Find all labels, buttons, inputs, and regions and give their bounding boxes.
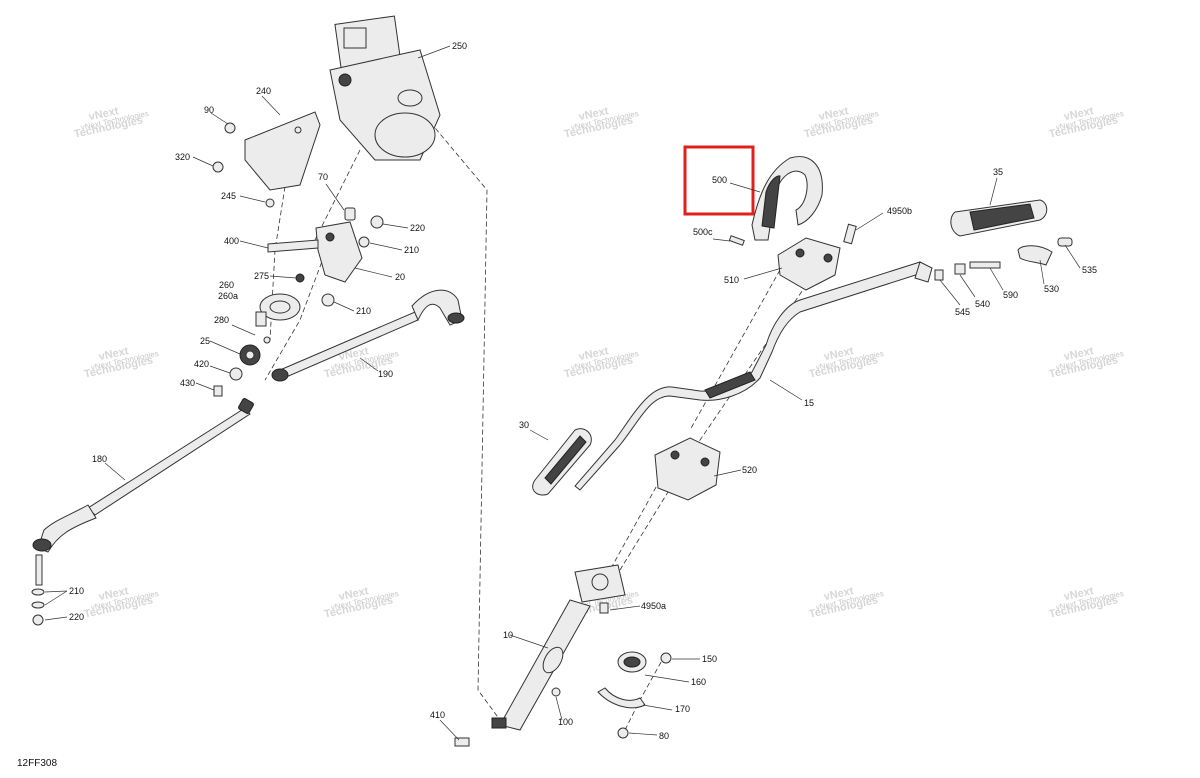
label-245: 245 xyxy=(221,191,236,201)
label-15: 15 xyxy=(804,398,814,408)
label-190: 190 xyxy=(378,369,393,379)
watermark: vNext Technologies vNext Technologies xyxy=(1048,105,1125,140)
label-4950b: 4950b xyxy=(887,206,912,216)
column-bearing-parts xyxy=(454,651,672,747)
label-25: 25 xyxy=(200,336,210,346)
assembly-lines xyxy=(264,109,821,731)
label-210-b: 210 xyxy=(356,306,371,316)
bracket xyxy=(244,111,321,191)
label-80: 80 xyxy=(659,731,669,741)
label-280: 280 xyxy=(214,315,229,325)
watermark: vNext Technologies vNext Technologies xyxy=(803,105,880,140)
tie-rod-upper xyxy=(271,289,465,382)
watermark: vNext Technologies vNext Technologies xyxy=(808,345,885,380)
label-20: 20 xyxy=(395,272,405,282)
label-90: 90 xyxy=(204,105,214,115)
label-500c: 500c xyxy=(693,227,713,237)
label-420: 420 xyxy=(194,359,209,369)
label-540: 540 xyxy=(975,299,990,309)
steering-column xyxy=(491,564,626,731)
label-160: 160 xyxy=(691,677,706,687)
watermark: vNext Technologies vNext Technologies xyxy=(1048,585,1125,620)
label-530: 530 xyxy=(1044,284,1059,294)
label-210-c: 210 xyxy=(69,586,84,596)
label-35: 35 xyxy=(993,167,1003,177)
label-430: 430 xyxy=(180,378,195,388)
tie-rod-lower xyxy=(31,398,254,626)
watermark: vNext Technologies vNext Technologies xyxy=(323,585,400,620)
label-590: 590 xyxy=(1003,290,1018,300)
label-150: 150 xyxy=(702,654,717,664)
label-510: 510 xyxy=(724,275,739,285)
label-240: 240 xyxy=(256,86,271,96)
leader-lines xyxy=(44,45,1081,741)
label-275: 275 xyxy=(254,271,269,281)
label-220: 220 xyxy=(410,223,425,233)
part-labels: 250 240 90 320 70 245 220 400 210 20 275… xyxy=(69,41,1097,741)
label-170: 170 xyxy=(675,704,690,714)
label-320: 320 xyxy=(175,152,190,162)
grip-right xyxy=(950,199,1048,237)
document-id: 12FF308 xyxy=(17,758,58,769)
highlight-box xyxy=(683,145,755,216)
label-180: 180 xyxy=(92,454,107,464)
watermarks: vNext Technologies vNext Technologies vN… xyxy=(73,105,1125,620)
pitman-arm xyxy=(267,221,363,283)
label-260: 260 xyxy=(219,280,234,290)
label-100: 100 xyxy=(558,717,573,727)
power-steering-unit xyxy=(329,15,441,161)
label-500: 500 xyxy=(712,175,727,185)
handlebar-clamp-upper xyxy=(728,223,857,291)
watermark: vNext Technologies vNext Technologies xyxy=(73,105,150,140)
label-220-b: 220 xyxy=(69,612,84,622)
handlebar xyxy=(574,261,933,491)
watermark: vNext Technologies vNext Technologies xyxy=(83,345,160,380)
throttle-parts xyxy=(934,237,1073,281)
watermark: vNext Technologies vNext Technologies xyxy=(83,585,160,620)
watermark: vNext Technologies vNext Technologies xyxy=(563,345,640,380)
ball-joint-parts xyxy=(213,273,305,397)
bolts-left-top xyxy=(212,122,384,248)
label-535: 535 xyxy=(1082,265,1097,275)
label-260a: 260a xyxy=(218,291,238,301)
label-410: 410 xyxy=(430,710,445,720)
grip-left xyxy=(532,428,592,496)
label-10: 10 xyxy=(503,630,513,640)
label-545: 545 xyxy=(955,307,970,317)
label-4950a: 4950a xyxy=(641,601,666,611)
label-70: 70 xyxy=(318,172,328,182)
label-30: 30 xyxy=(519,420,529,430)
watermark: vNext Technologies vNext Technologies xyxy=(563,105,640,140)
handlebar-pad xyxy=(751,156,823,241)
watermark: vNext Technologies vNext Technologies xyxy=(808,585,885,620)
watermark: vNext Technologies vNext Technologies xyxy=(1048,345,1125,380)
label-210: 210 xyxy=(404,245,419,255)
label-250: 250 xyxy=(452,41,467,51)
label-520: 520 xyxy=(742,465,757,475)
label-400: 400 xyxy=(224,236,239,246)
handlebar-clamp-lower xyxy=(654,437,721,501)
